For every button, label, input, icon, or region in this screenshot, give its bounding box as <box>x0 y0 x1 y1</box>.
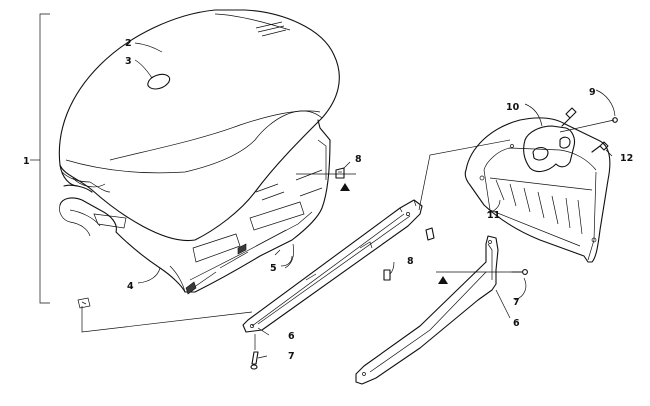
callout-1: 1 <box>23 156 30 167</box>
triangle-up-icon-2 <box>438 276 448 284</box>
callout-6-left: 6 <box>288 331 295 342</box>
leader-screw-left <box>559 119 615 133</box>
side-rail-right <box>355 235 499 385</box>
triangle-up-icon <box>340 183 350 191</box>
callout-9: 9 <box>589 87 596 98</box>
callout-leaders <box>134 42 616 359</box>
screw-7-right <box>511 269 528 275</box>
callout-4: 4 <box>127 281 134 292</box>
screw-7-left <box>250 351 259 370</box>
callout-5: 5 <box>270 263 277 274</box>
seat-cushion <box>58 9 340 242</box>
screw-12 <box>591 141 609 153</box>
callout-12: 12 <box>620 153 633 164</box>
callout-7-left: 7 <box>288 351 295 362</box>
clip-8-upper <box>335 167 345 179</box>
clip-8-lower <box>383 269 391 281</box>
callout-7-right: 7 <box>513 297 520 308</box>
callout-6-right: 6 <box>513 318 520 329</box>
assembly-leader <box>81 306 253 333</box>
callout-10: 10 <box>506 102 520 113</box>
seat-lower-fastener <box>77 297 91 309</box>
seat-emblem <box>147 73 171 90</box>
callout-11: 11 <box>487 210 500 221</box>
callout-3: 3 <box>125 56 132 67</box>
pan-mount <box>274 243 294 269</box>
screw-9 <box>561 107 577 127</box>
side-rail-left <box>242 199 423 333</box>
rear-cover <box>464 117 611 263</box>
clip-8-mid <box>425 227 435 241</box>
assembly-bracket <box>30 13 50 304</box>
seat-base <box>59 119 331 295</box>
callout-2: 2 <box>125 38 132 49</box>
callout-8-lower: 8 <box>407 256 414 267</box>
rear-leader <box>418 139 511 211</box>
callout-8-upper: 8 <box>355 154 362 165</box>
